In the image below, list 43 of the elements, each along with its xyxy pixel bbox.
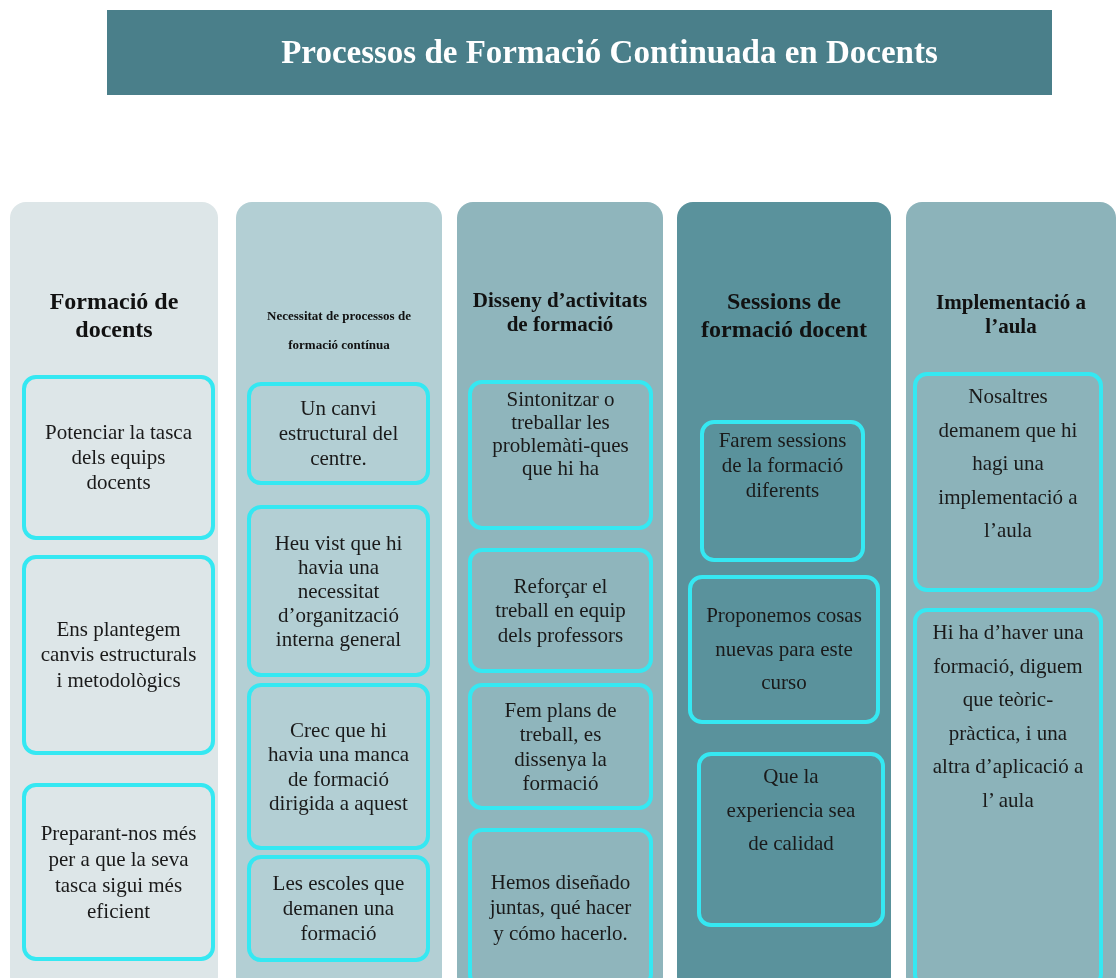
statement-card: [468, 828, 653, 978]
statement-text: Nosaltres demanem que hi hagi una implementació a l’aula: [937, 383, 1079, 545]
statement-card: [468, 548, 653, 673]
statement-text: Proponemos cosas nuevas para este curso: [706, 602, 862, 697]
statement-card: [22, 783, 215, 961]
statement-card: [247, 855, 430, 962]
statement-text: Fem plans de treball, es dissenya la formació: [503, 698, 618, 795]
statement-text: Un canvi estructural del centre.: [277, 395, 400, 472]
column-panel: [677, 202, 891, 978]
column-heading: Sessions de formació docent: [700, 288, 868, 344]
statement-card: [247, 683, 430, 850]
statement-card: [247, 382, 430, 485]
statement-text: Les escoles que demanen una formació: [271, 870, 406, 947]
statement-card: [913, 608, 1103, 978]
column-heading: Implementació a l’aula: [935, 290, 1087, 339]
statement-card: [697, 752, 885, 927]
statement-text: Heu vist que hi havia una necessitat d’organització interna general: [273, 530, 404, 652]
statement-text: Reforçar el treball en equip dels professors: [494, 574, 627, 647]
statement-card: [468, 683, 653, 810]
column-panel: [236, 202, 442, 978]
statement-card: [22, 555, 215, 755]
statement-text: Que la experiencia sea de calidad: [725, 763, 857, 858]
statement-text: Hi ha d’haver una formació, diguem que teòric-pràctica, i una altra d’aplicació a l’ aula: [931, 619, 1085, 814]
statement-card: [688, 575, 880, 724]
statement-text: Potenciar la tasca dels equips docents: [44, 419, 193, 496]
statement-text: Hemos diseñado juntas, qué hacer y cómo hacerlo.: [488, 870, 633, 946]
column-panel: [10, 202, 218, 978]
column-heading: Formació de docents: [48, 288, 180, 344]
statement-text: Ens plantegem canvis estructurals i metodològics: [40, 617, 197, 693]
statement-card: [247, 505, 430, 677]
column-heading: Necessitat de processos de formació contínua: [266, 307, 412, 354]
column-heading: Disseny d’activitats de formació: [471, 288, 649, 337]
title: Processos de Formació Continuada en Docents: [281, 34, 938, 71]
column-panel: [457, 202, 663, 978]
statement-card: [913, 372, 1103, 592]
statement-text: Farem sessions de la formació diferents: [718, 428, 847, 504]
column-panel: [906, 202, 1116, 978]
statement-card: [468, 380, 653, 530]
statement-text: Crec que hi havia una manca de formació dirigida a aquest: [266, 718, 411, 815]
statement-text: Sintonitzar o treballar les problemàti-ques que hi ha: [491, 388, 630, 481]
statement-text: Preparant-nos més per a que la seva tasca sigui més eficient: [40, 819, 197, 925]
statement-card: [700, 420, 865, 562]
statement-card: [22, 375, 215, 540]
